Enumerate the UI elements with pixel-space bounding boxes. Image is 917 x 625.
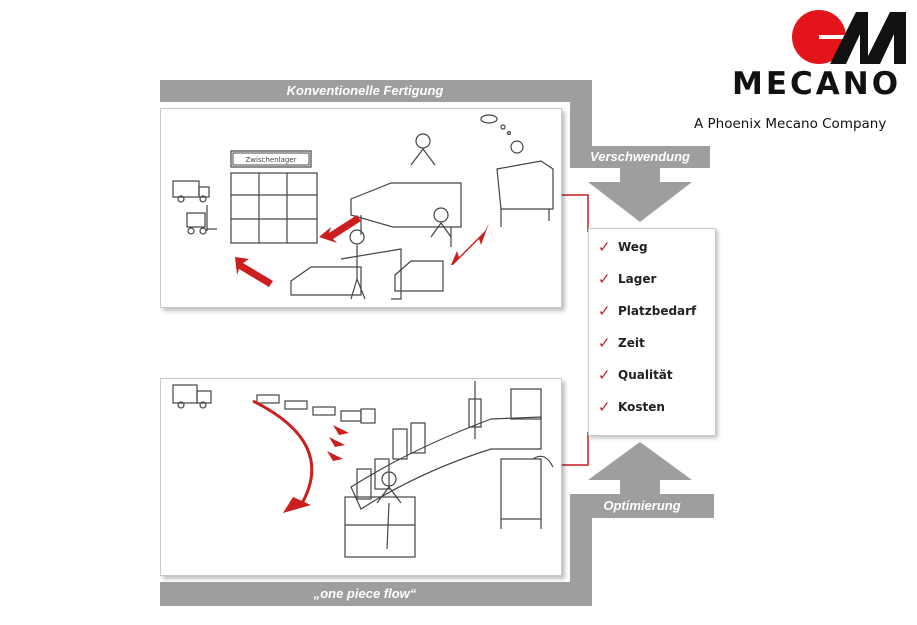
- bottom-connector-line: [558, 432, 589, 466]
- factor-item: ✓ Lager: [598, 268, 708, 290]
- factor-item: ✓ Kosten: [598, 396, 708, 418]
- optimize-band: [570, 494, 714, 518]
- factor-item: ✓ Weg: [598, 236, 708, 258]
- factor-item: ✓ Platzbedarf: [598, 300, 708, 322]
- conventional-sketch: Zwischenlager: [172, 114, 554, 300]
- mecano-logo: [792, 10, 906, 64]
- sketch-sign-text: Zwischenlager: [245, 156, 296, 164]
- brand-name: MECANO: [732, 66, 902, 102]
- waste-label: Verschwendung: [590, 149, 690, 164]
- factor-item: ✓ Zeit: [598, 332, 708, 354]
- small-red-arrow-3: [327, 451, 343, 461]
- one-piece-flow-sketch: [172, 381, 554, 558]
- check-icon: ✓: [598, 334, 611, 352]
- check-icon: ✓: [598, 398, 611, 416]
- red-arrow-1: [319, 215, 361, 243]
- top-band: [160, 80, 592, 102]
- waste-arrow: [588, 168, 692, 222]
- red-arrow-3: [451, 223, 489, 265]
- bottom-band-rise: [570, 506, 592, 606]
- waste-band: [570, 146, 710, 168]
- factor-label: Zeit: [618, 336, 645, 350]
- red-arrow-2: [235, 257, 273, 287]
- factor-label: Lager: [618, 272, 657, 286]
- factor-label: Kosten: [618, 400, 665, 414]
- top-band-label: Konventionelle Fertigung: [286, 83, 444, 98]
- small-red-arrow-2: [329, 437, 345, 447]
- factor-label: Platzbedarf: [618, 304, 697, 318]
- bottom-band-label: „one piece flow“: [313, 586, 417, 601]
- top-connector-line: [558, 194, 589, 232]
- optimize-label: Optimierung: [603, 498, 681, 513]
- flow-arrow-path: [252, 399, 314, 506]
- bottom-band: [160, 582, 592, 606]
- top-band-drop: [570, 80, 592, 150]
- one-piece-flow-panel: [160, 378, 562, 576]
- brand-tagline: A Phoenix Mecano Company: [694, 116, 887, 132]
- optimize-arrow: [588, 442, 692, 494]
- flow-arrow-head: [283, 497, 311, 513]
- check-icon: ✓: [598, 238, 611, 256]
- conventional-manufacturing-panel: Zwischenlager: [160, 108, 562, 308]
- factor-label: Qualität: [618, 368, 673, 382]
- factor-label: Weg: [618, 240, 648, 254]
- check-icon: ✓: [598, 366, 611, 384]
- check-icon: ✓: [598, 270, 611, 288]
- factor-item: ✓ Qualität: [598, 364, 708, 386]
- waste-factors-box: [588, 228, 716, 436]
- check-icon: ✓: [598, 302, 611, 320]
- small-red-arrow-1: [333, 425, 349, 435]
